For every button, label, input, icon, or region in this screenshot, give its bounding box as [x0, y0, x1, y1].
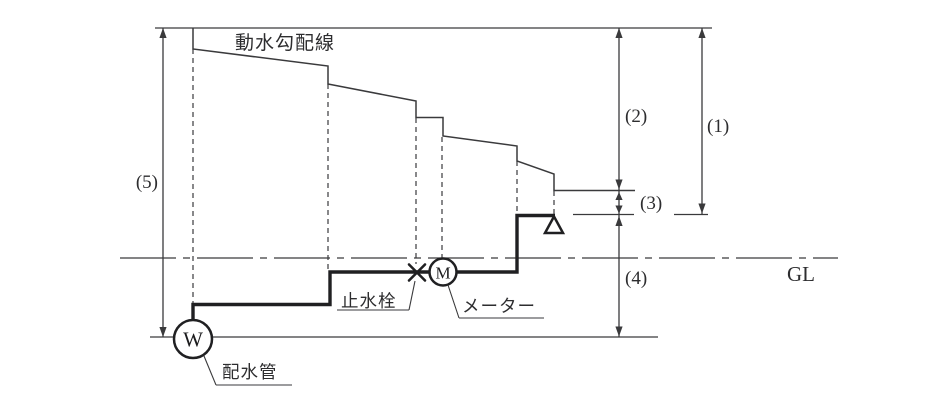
service-pipe	[191, 213, 555, 320]
dim2-label: (2)	[625, 106, 647, 127]
meter-leader	[447, 284, 544, 319]
dim4-bottom-arrow	[615, 326, 623, 337]
distribution-pipe-label: 配水管	[222, 362, 278, 382]
dim4-label: (4)	[625, 268, 647, 289]
dim1-label: (1)	[707, 116, 729, 137]
dim5-label: (5)	[136, 172, 158, 193]
stop-valve-label: 止水栓	[341, 291, 397, 311]
meter-label: メーター	[462, 296, 536, 316]
dim3-bottom-arrow	[615, 205, 623, 214]
dim1-top-arrow	[698, 28, 706, 38]
distribution-pipe-circle	[172, 318, 214, 360]
distribution-pipe-leader	[203, 355, 292, 386]
dim4-top-arrow	[615, 216, 623, 226]
dim3-top-arrow	[615, 192, 623, 200]
hydraulic-gradient-label: 動水勾配線	[235, 32, 335, 54]
dim5-bottom-arrow	[159, 327, 167, 337]
dim2-top-arrow	[615, 28, 623, 38]
distribution-pipe-symbol: W	[172, 318, 214, 360]
dim2-bottom-arrow	[615, 179, 623, 190]
ground-level-label: GL	[787, 262, 815, 286]
stop-valve-leader	[337, 280, 416, 311]
meter-circle	[428, 257, 458, 287]
distribution-pipe-letter: W	[183, 328, 203, 352]
hydraulic-gradient-line	[192, 28, 635, 192]
dim1-bottom-arrow	[698, 203, 706, 214]
dim3-label: (3)	[640, 193, 662, 214]
meter-letter: M	[435, 264, 450, 283]
stop-valve-symbol	[407, 263, 427, 282]
dim5-top-arrow	[159, 28, 167, 38]
meter-symbol: M	[428, 257, 458, 287]
faucet-icon	[542, 213, 566, 235]
